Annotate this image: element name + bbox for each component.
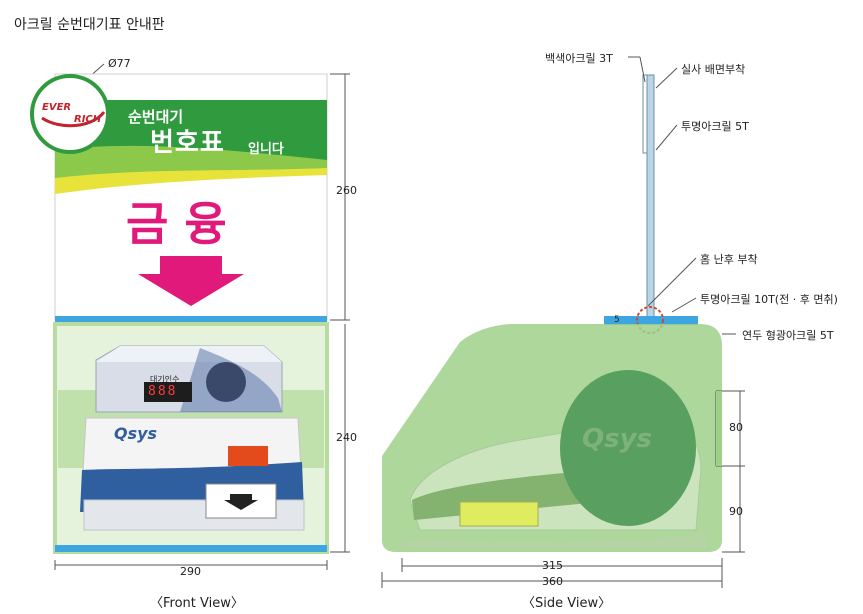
dim-360: 360 — [542, 575, 563, 588]
page-title: 아크릴 순번대기표 안내판 — [14, 17, 165, 33]
main-category-text: 금 융 — [126, 197, 227, 251]
clear-acrylic-base — [604, 316, 698, 325]
down-arrow-icon — [138, 256, 244, 306]
dim-90: 90 — [729, 505, 743, 518]
front-view-label: 〈Front View〉 — [150, 596, 244, 611]
dim-260: 260 — [336, 184, 357, 197]
label-fluor-acrylic: 연두 형광아크릴 5T — [742, 329, 834, 342]
number-display — [144, 382, 192, 402]
banner-big-text: 번호표 — [150, 128, 225, 158]
banner-small-text: 순번대기 — [128, 108, 184, 126]
everrich-logo — [30, 74, 110, 154]
dim-315: 315 — [542, 559, 563, 572]
logo-text-ever: EVER — [42, 102, 72, 113]
acrylic-pole — [646, 74, 655, 320]
side-view-label: 〈Side View〉 — [522, 596, 612, 611]
side-dimension-lines — [381, 56, 745, 588]
dim-240: 240 — [336, 431, 357, 444]
dim-290: 290 — [180, 565, 201, 578]
ticket-machine-side — [400, 370, 710, 548]
front-blue-bar — [55, 316, 327, 324]
dim-5: 5 — [614, 315, 620, 325]
dim-80: 80 — [729, 421, 743, 434]
device-display-digits: 888 — [148, 384, 178, 399]
logo-text-rich: RICH — [74, 114, 102, 125]
label-clear-5t: 투명아크릴 5T — [681, 120, 749, 133]
side-tab — [716, 391, 722, 466]
device-brand-front: Qsys — [114, 424, 158, 443]
ticket-machine-front — [80, 345, 305, 531]
label-adhesive: 실사 배면부착 — [681, 63, 746, 76]
label-white-acrylic: 백색아크릴 3T — [545, 52, 613, 65]
banner-suffix-text: 입니다 — [248, 142, 284, 157]
front-dimension-lines — [54, 63, 350, 570]
diameter-label: Ø77 — [108, 57, 131, 70]
device-screen-label: 대기인수 — [150, 375, 180, 384]
device-brand-side: Qsys — [582, 424, 653, 454]
label-clear-10t: 투명아크릴 10T(전 · 후 면취) — [700, 293, 838, 306]
label-groove: 홈 난후 부착 — [700, 253, 758, 266]
white-acrylic-strip — [642, 74, 648, 154]
